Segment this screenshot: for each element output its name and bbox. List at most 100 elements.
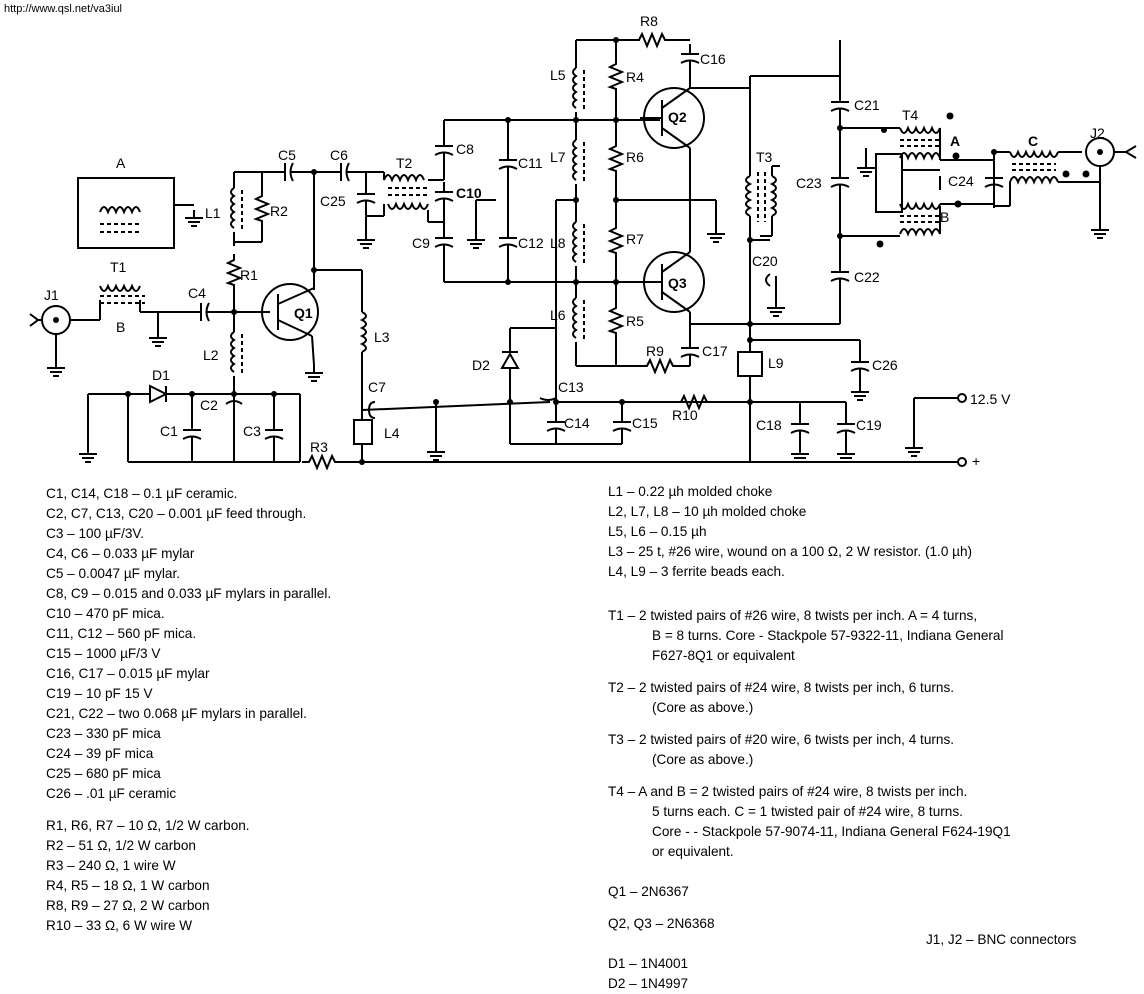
c4-capacitor: C4 (188, 285, 219, 322)
c22-capacitor (830, 261, 850, 291)
svg-text:C3: C3 (243, 423, 261, 439)
supply-plus-label: + (972, 453, 980, 469)
q3-transistor: Q3 (640, 251, 705, 313)
t4-winding-c: C (994, 133, 1100, 207)
parts-list-right: L1 – 0.22 µh molded choke L2, L7, L8 – 1… (608, 482, 1011, 994)
svg-text:A: A (950, 133, 960, 149)
c20-feedthrough (765, 273, 771, 287)
r9-resistor (639, 359, 681, 373)
supply-terminal-pos (957, 457, 967, 467)
part-line: B = 8 turns. Core - Stackpole 57-9322-11… (652, 628, 1004, 643)
svg-text:C7: C7 (368, 379, 386, 395)
c12-capacitor (498, 227, 518, 257)
svg-text:C19: C19 (856, 417, 882, 433)
part-line: C19 – 10 pF 15 V (46, 686, 153, 701)
t4-transformer: T4 A B (856, 107, 994, 248)
part-line: Core - - Stackpole 57-9074-11, Indiana G… (652, 824, 1011, 839)
c5-capacitor (273, 162, 303, 182)
svg-text:L9: L9 (768, 355, 784, 371)
svg-text:Q1: Q1 (294, 305, 313, 321)
l8-choke (572, 221, 585, 265)
part-line: C24 – 39 pF mica (46, 746, 154, 761)
svg-text:R10: R10 (672, 407, 698, 423)
svg-text:L5: L5 (550, 67, 566, 83)
l4-ferrite: L4 (353, 419, 400, 445)
part-line: C16, C17 – 0.015 µF mylar (46, 666, 210, 681)
part-line: 5 turns each. C = 1 twisted pair of #24 … (652, 804, 963, 819)
part-line: L2, L7, L8 – 10 µh molded choke (608, 504, 807, 519)
part-line: C1, C14, C18 – 0.1 µF ceramic. (46, 486, 238, 501)
part-line: L5, L6 – 0.15 µh (608, 524, 707, 539)
c10-capacitor (434, 181, 454, 211)
part-line: C21, C22 – two 0.068 µF mylars in parall… (46, 706, 307, 721)
part-line: F627-8Q1 or equivalent (652, 648, 795, 663)
svg-text:C13: C13 (558, 379, 584, 395)
c3-capacitor (264, 419, 284, 449)
l6-inductor (572, 297, 585, 341)
r8-resistor (631, 33, 673, 47)
l3-inductor: L3 (359, 270, 390, 420)
part-line: L1 – 0.22 µh molded choke (608, 484, 773, 499)
supply-voltage-label: 12.5 V (970, 391, 1011, 407)
svg-text:C: C (1028, 133, 1038, 149)
svg-text:C16: C16 (700, 51, 726, 67)
svg-text:C8: C8 (456, 141, 474, 157)
svg-text:L1: L1 (205, 205, 221, 221)
t1-winding-b-label: B (116, 319, 125, 335)
part-line: T2 – 2 twisted pairs of #24 wire, 8 twis… (608, 680, 955, 695)
svg-text:B: B (940, 209, 949, 225)
part-line: C11, C12 – 560 pF mica. (46, 626, 197, 641)
c6-capacitor (329, 162, 359, 182)
svg-text:C10: C10 (456, 185, 482, 201)
svg-text:C21: C21 (854, 97, 880, 113)
l9-ferrite: L9 (737, 351, 784, 377)
part-line: C23 – 330 pF mica (46, 726, 161, 741)
part-line: T1 – 2 twisted pairs of #26 wire, 8 twis… (608, 608, 978, 623)
part-line: D1 – 1N4001 (608, 956, 689, 971)
svg-text:C14: C14 (564, 415, 590, 431)
svg-text:D2: D2 (472, 357, 490, 373)
l2-choke: L2 (203, 331, 243, 375)
svg-text:D1: D1 (152, 367, 170, 383)
part-line: R10 – 33 Ω, 6 W wire W (46, 918, 193, 933)
r3-resistor (301, 455, 343, 469)
part-line: C26 – .01 µF ceramic (46, 786, 177, 801)
svg-text:R9: R9 (646, 343, 664, 359)
svg-text:R2: R2 (270, 203, 288, 219)
c1-capacitor (182, 419, 202, 449)
c9-capacitor (434, 227, 454, 257)
svg-text:T2: T2 (396, 155, 413, 171)
c21-capacitor (830, 91, 850, 121)
part-line: L4, L9 – 3 ferrite beads each. (608, 564, 785, 579)
r1-resistor (227, 253, 241, 291)
part-line: C2, C7, C13, C20 – 0.001 µF feed through… (46, 506, 307, 521)
part-line: C25 – 680 pF mica (46, 766, 161, 781)
part-line: R1, R6, R7 – 10 Ω, 1/2 W carbon. (46, 818, 250, 833)
part-line: Q2, Q3 – 2N6368 (608, 916, 715, 931)
svg-text:J2: J2 (1090, 125, 1105, 141)
svg-text:C15: C15 (632, 415, 658, 431)
svg-text:R6: R6 (626, 149, 644, 165)
svg-text:R8: R8 (640, 13, 658, 29)
l5-inductor (572, 67, 585, 111)
svg-text:R5: R5 (626, 313, 644, 329)
c16-capacitor (680, 43, 700, 73)
part-line: R3 – 240 Ω, 1 wire W (46, 858, 176, 873)
part-line: R4, R5 – 18 Ω, 1 W carbon (46, 878, 210, 893)
r6-resistor (609, 139, 623, 177)
svg-text:C12: C12 (518, 235, 544, 251)
part-line: R2 – 51 Ω, 1/2 W carbon (46, 838, 196, 853)
part-line: D2 – 1N4997 (608, 976, 689, 991)
part-line: C4, C6 – 0.033 µF mylar (46, 546, 195, 561)
svg-text:L3: L3 (374, 329, 390, 345)
svg-text:C1: C1 (160, 423, 178, 439)
c17-capacitor (680, 337, 700, 367)
svg-text:R1: R1 (240, 267, 258, 283)
svg-text:C9: C9 (412, 235, 430, 251)
parts-list-left: C1, C14, C18 – 0.1 µF ceramic. C2, C7, C… (46, 484, 331, 936)
j1-label: J1 (44, 287, 59, 303)
r2-resistor (255, 189, 269, 227)
c19-capacitor (836, 413, 856, 443)
part-line: T3 – 2 twisted pairs of #20 wire, 6 twis… (608, 732, 955, 747)
c14-capacitor (546, 411, 566, 441)
